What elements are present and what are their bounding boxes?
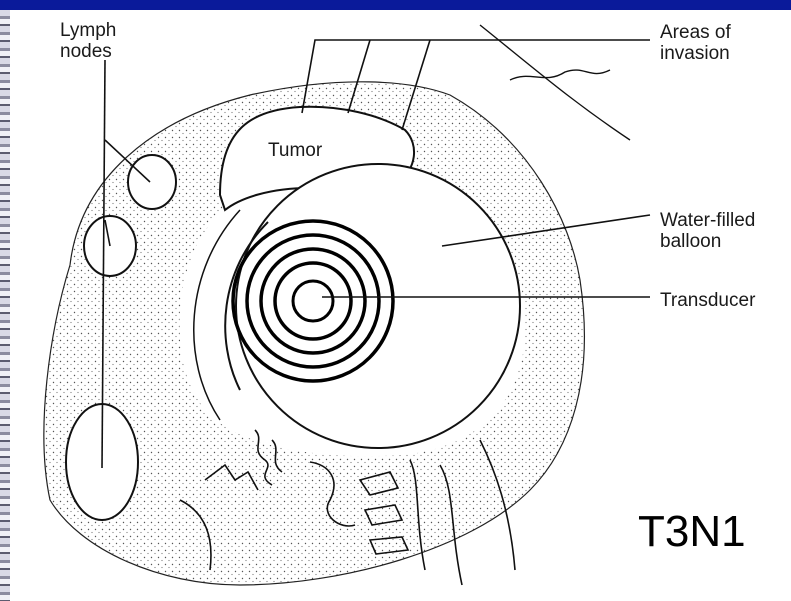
background-strip	[0, 10, 10, 601]
areas-of-invasion-label-line1: Areas of	[660, 22, 731, 43]
transducer-label: Transducer	[660, 290, 755, 311]
upper-tissue-edge	[480, 25, 630, 140]
transducer	[293, 281, 333, 321]
tnm-stage-label: T3N1	[638, 508, 746, 556]
water-filled-balloon-label-line1: Water-filled	[660, 210, 755, 231]
lymph-nodes-label: Lymph nodes	[60, 20, 116, 62]
tumor-label: Tumor	[268, 140, 322, 161]
water-filled-balloon-label-line2: balloon	[660, 231, 755, 252]
ultrasound-diagram: Lymph nodes Areas of invasion Tumor Wate…	[10, 10, 791, 601]
upper-fold	[510, 70, 610, 80]
areas-of-invasion-label-line2: invasion	[660, 43, 731, 64]
lymph-node	[128, 155, 176, 209]
water-filled-balloon-label: Water-filled balloon	[660, 210, 755, 252]
lymph-nodes-label-line2: nodes	[60, 41, 116, 62]
areas-of-invasion-label: Areas of invasion	[660, 22, 731, 64]
lymph-nodes-label-line1: Lymph	[60, 20, 116, 41]
